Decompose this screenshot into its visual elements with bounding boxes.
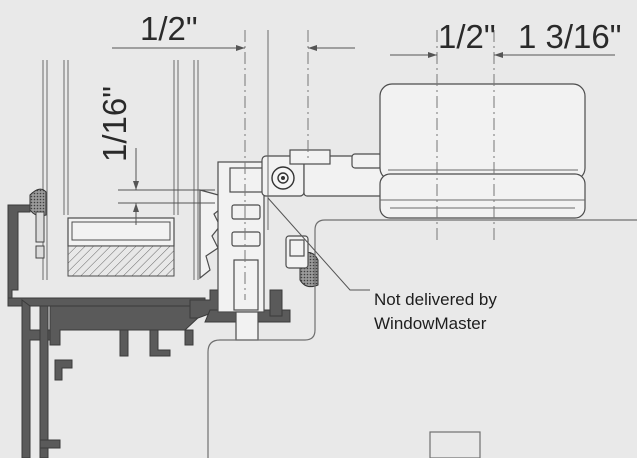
glass-panes bbox=[42, 60, 199, 280]
pivot-circle-icon bbox=[271, 166, 295, 190]
actuator-motor bbox=[379, 83, 586, 219]
dim-left-width: 1/2" bbox=[140, 10, 198, 47]
glass-spacer bbox=[67, 217, 175, 277]
arrow-head-icon bbox=[494, 52, 503, 58]
arrow-head-icon bbox=[133, 203, 139, 212]
sash-assembly bbox=[199, 149, 385, 341]
arrow-head-icon bbox=[236, 45, 245, 51]
left-clip bbox=[35, 211, 45, 243]
note-leader-line bbox=[267, 197, 370, 291]
centre-lines bbox=[244, 30, 495, 300]
left-gasket bbox=[29, 188, 47, 217]
wall-outline bbox=[207, 219, 637, 458]
dimension-lines bbox=[112, 45, 615, 225]
arrow-head-icon bbox=[428, 52, 437, 58]
arrow-head-icon bbox=[133, 181, 139, 190]
frame-profile bbox=[7, 204, 291, 458]
note-line-2: WindowMaster bbox=[374, 314, 487, 333]
left-clip-lower bbox=[35, 245, 45, 259]
arrow-head-icon bbox=[308, 45, 317, 51]
dim-bracket-offset: 1 3/16" bbox=[518, 18, 621, 55]
dim-glass-offset: 1/16" bbox=[96, 86, 133, 162]
dim-right-width: 1/2" bbox=[438, 18, 496, 55]
small-box-outline bbox=[429, 431, 481, 458]
note-line-1: Not delivered by bbox=[374, 290, 497, 309]
